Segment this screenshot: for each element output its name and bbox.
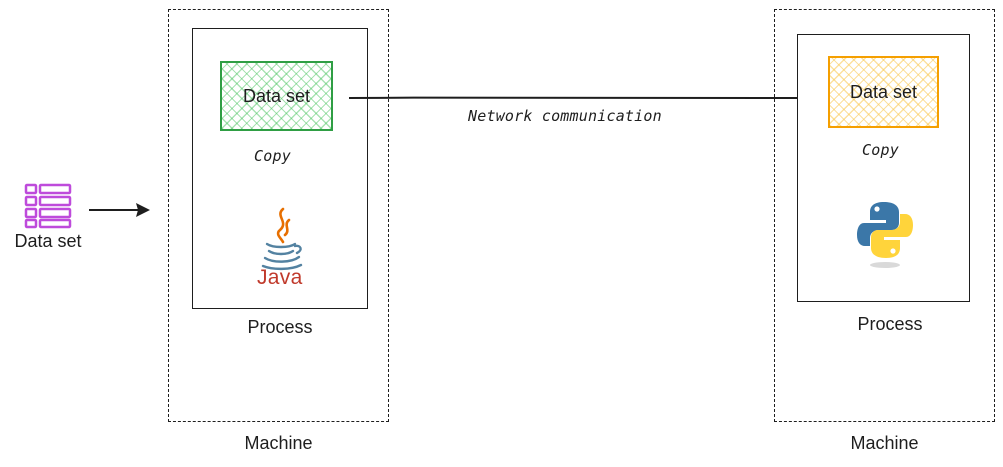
dataset-box-left: Data set	[220, 61, 333, 131]
machine-left	[168, 9, 389, 422]
machine-right	[774, 9, 995, 422]
network-communication-label: Network communication	[468, 107, 662, 125]
copy-label-right: Copy	[862, 141, 899, 159]
dataset-box-right: Data set	[828, 56, 939, 128]
machine-label-left: Machine	[244, 433, 313, 453]
process-label-right: Process	[857, 314, 923, 334]
input-dataset-label: Data set	[14, 231, 82, 251]
machine-label-right: Machine	[850, 433, 919, 453]
dataset-box-right-label: Data set	[849, 81, 918, 102]
java-logo-text: Java	[257, 266, 303, 289]
java-logo: Java	[253, 206, 309, 292]
process-label-left: Process	[247, 317, 313, 337]
python-logo	[856, 200, 914, 270]
table-icon	[24, 183, 72, 229]
copy-label-left: Copy	[254, 147, 291, 165]
dataset-box-left-label: Data set	[242, 85, 311, 106]
